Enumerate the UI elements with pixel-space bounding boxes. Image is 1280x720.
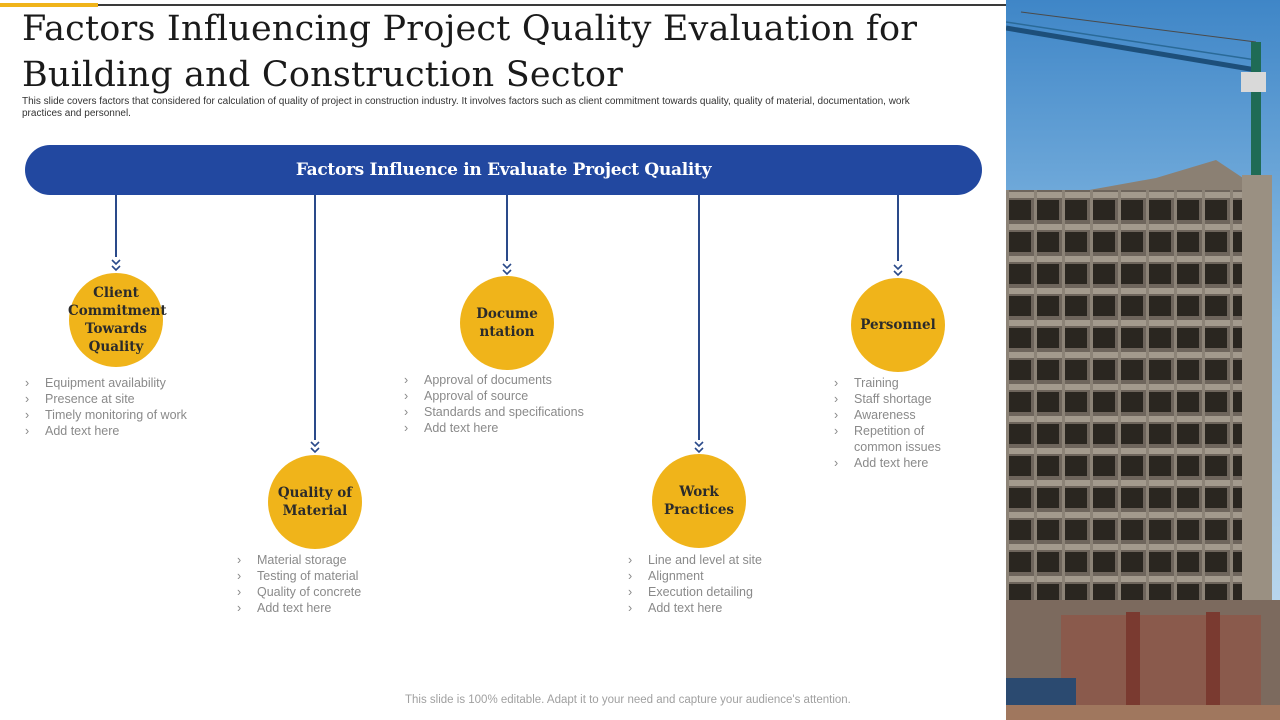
bullet-marker: › bbox=[237, 553, 242, 567]
list-item: › Alignment bbox=[628, 568, 828, 584]
list-item-text: Line and level at site bbox=[648, 553, 762, 567]
list-item: › Awareness bbox=[834, 407, 959, 423]
list-item-text: Training bbox=[854, 376, 899, 390]
bullet-marker: › bbox=[628, 585, 633, 599]
bullet-marker: › bbox=[404, 421, 409, 435]
slide-title: Factors Influencing Project Quality Eval… bbox=[22, 9, 918, 95]
bullet-marker: › bbox=[404, 373, 409, 387]
construction-photo-illustration bbox=[1006, 0, 1280, 720]
factor-list-documentation: › Approval of documents › Approval of sour… bbox=[404, 372, 624, 436]
factor-label: Work Practices bbox=[664, 484, 735, 518]
factor-list-quality-of-material: › Material storage › Testing of material ›… bbox=[237, 552, 437, 616]
list-item: › Add text here bbox=[834, 455, 959, 471]
bullet-marker: › bbox=[25, 424, 30, 438]
bullet-marker: › bbox=[25, 376, 30, 390]
factor-label: Client Commitment Towards Quality bbox=[68, 285, 167, 355]
factor-list-work-practices: › Line and level at site › Alignment › Exec… bbox=[628, 552, 828, 616]
list-item: › Quality of concrete bbox=[237, 584, 437, 600]
double-chevron-down-icon bbox=[694, 441, 704, 454]
list-item: › Approval of documents bbox=[404, 372, 624, 388]
slide-subtitle: This slide covers factors that considere… bbox=[22, 96, 910, 119]
bullet-marker: › bbox=[628, 601, 633, 615]
list-item: › Approval of source bbox=[404, 388, 624, 404]
list-item: › Line and level at site bbox=[628, 552, 828, 568]
list-item-text: Add text here bbox=[45, 424, 120, 438]
list-item: › Testing of material bbox=[237, 568, 437, 584]
list-item: › Add text here bbox=[404, 420, 624, 436]
list-item-text: Approval of source bbox=[424, 389, 529, 403]
bullet-marker: › bbox=[404, 405, 409, 419]
list-item-text: Standards and specifications bbox=[424, 405, 584, 419]
factor-label: Personnel bbox=[860, 317, 936, 333]
double-chevron-down-icon bbox=[310, 441, 320, 454]
list-item-text: Staff shortage bbox=[854, 392, 932, 406]
bullet-marker: › bbox=[237, 569, 242, 583]
factor-list-client-commitment: › Equipment availability › Presence at sit… bbox=[25, 375, 225, 439]
bullet-marker: › bbox=[404, 389, 409, 403]
list-item: › Add text here bbox=[628, 600, 828, 616]
bullet-marker: › bbox=[237, 585, 242, 599]
list-item-text: Execution detailing bbox=[648, 585, 753, 599]
list-item-text: Quality of concrete bbox=[257, 585, 362, 599]
list-item: › Add text here bbox=[237, 600, 437, 616]
factor-label: Docume ntation bbox=[476, 306, 538, 340]
bullet-marker: › bbox=[834, 408, 839, 422]
connector-line bbox=[115, 195, 117, 257]
connector-line bbox=[698, 195, 700, 440]
footer-note: This slide is 100% editable. Adapt it to… bbox=[405, 694, 851, 706]
list-item-text: Equipment availability bbox=[45, 376, 166, 390]
double-chevron-down-icon bbox=[502, 263, 512, 276]
banner-label: Factors Influence in Evaluate Project Qu… bbox=[295, 160, 712, 180]
list-item-text: Repetition of common issues bbox=[854, 424, 941, 454]
double-chevron-down-icon bbox=[893, 264, 903, 277]
list-item-text: Timely monitoring of work bbox=[45, 408, 187, 422]
list-item: › Add text here bbox=[25, 423, 225, 439]
bullet-marker: › bbox=[628, 553, 633, 567]
bullet-marker: › bbox=[834, 456, 839, 470]
list-item-text: Add text here bbox=[424, 421, 499, 435]
list-item-text: Alignment bbox=[648, 569, 704, 583]
factor-list-personnel: › Training › Staff shortage › Awareness › Re… bbox=[834, 375, 959, 471]
factor-circle-work-practices: Work Practices bbox=[652, 454, 746, 548]
list-item: › Timely monitoring of work bbox=[25, 407, 225, 423]
list-item-text: Testing of material bbox=[257, 569, 359, 583]
list-item: › Presence at site bbox=[25, 391, 225, 407]
list-item-text: Add text here bbox=[854, 456, 929, 470]
top-rule bbox=[0, 4, 1006, 6]
bullet-marker: › bbox=[25, 392, 30, 406]
connector-line bbox=[897, 195, 899, 261]
list-item-text: Approval of documents bbox=[424, 373, 552, 387]
factors-banner: Factors Influence in Evaluate Project Qu… bbox=[25, 145, 982, 195]
list-item-text: Awareness bbox=[854, 408, 916, 422]
list-item-text: Add text here bbox=[648, 601, 723, 615]
bullet-marker: › bbox=[628, 569, 633, 583]
list-item: › Material storage bbox=[237, 552, 437, 568]
construction-building-photo bbox=[1006, 0, 1280, 720]
double-chevron-down-icon bbox=[111, 259, 121, 272]
list-item: › Equipment availability bbox=[25, 375, 225, 391]
list-item-text: Add text here bbox=[257, 601, 332, 615]
list-item-text: Presence at site bbox=[45, 392, 135, 406]
connector-line bbox=[314, 195, 316, 440]
factor-circle-quality-of-material: Quality of Material bbox=[268, 455, 362, 549]
list-item: › Execution detailing bbox=[628, 584, 828, 600]
bullet-marker: › bbox=[834, 424, 839, 438]
bullet-marker: › bbox=[834, 392, 839, 406]
bullet-marker: › bbox=[834, 376, 839, 390]
list-item: › Training bbox=[834, 375, 959, 391]
list-item-text: Material storage bbox=[257, 553, 347, 567]
list-item: › Staff shortage bbox=[834, 391, 959, 407]
list-item: › Repetition of common issues bbox=[834, 423, 959, 455]
factor-label: Quality of Material bbox=[277, 485, 353, 519]
top-accent-bar bbox=[0, 3, 98, 7]
factor-circle-client-commitment: Client Commitment Towards Quality bbox=[68, 273, 167, 367]
bullet-marker: › bbox=[25, 408, 30, 422]
factor-circle-documentation: Docume ntation bbox=[460, 276, 554, 370]
bullet-marker: › bbox=[237, 601, 242, 615]
list-item: › Standards and specifications bbox=[404, 404, 624, 420]
connector-line bbox=[506, 195, 508, 261]
factor-circle-personnel: Personnel bbox=[851, 278, 945, 372]
